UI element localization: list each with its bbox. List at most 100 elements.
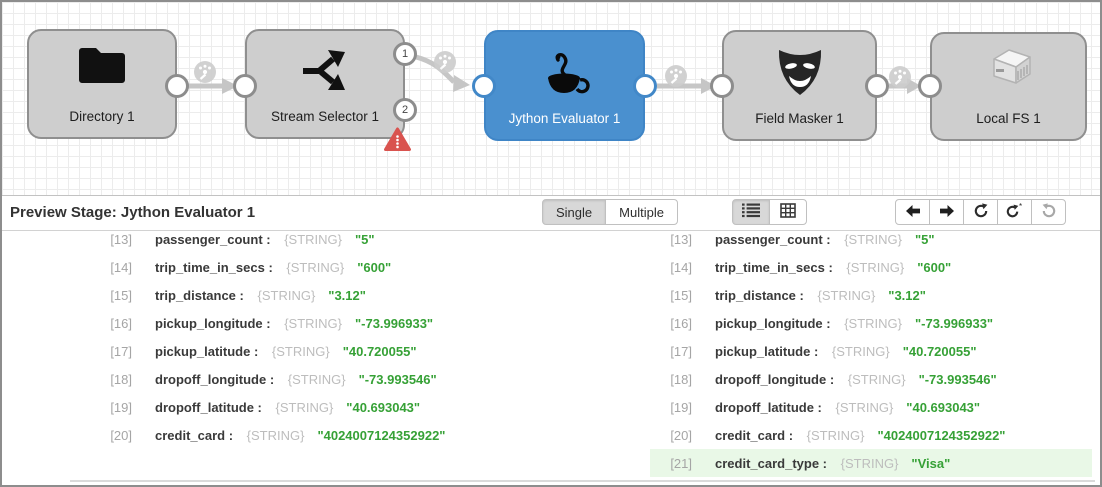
port-number: 2 [401,104,409,116]
preview-bottom-divider [70,480,1095,482]
record-field-row[interactable]: [19]dropoff_latitude : {STRING}"40.69304… [650,393,1092,421]
table-icon [780,203,796,221]
field-type: {STRING} [257,287,316,303]
field-value: "600" [917,259,952,275]
stage-stream-selector[interactable]: Stream Selector 1 [245,29,405,139]
stage-directory[interactable]: Directory 1 [27,29,177,139]
record-field-row[interactable]: [18]dropoff_longitude : {STRING}"-73.993… [650,365,1092,393]
field-type: {STRING} [844,231,903,247]
connection-gauge-icon [192,59,218,85]
list-view-button[interactable] [732,199,770,225]
previous-stage-button[interactable] [895,199,930,225]
field-index: [15] [670,287,692,303]
field-colon: : [253,399,266,415]
field-value: "3.12" [328,287,366,303]
field-name: credit_card_type [715,455,820,471]
field-index: [14] [110,259,132,275]
refresh-star-icon: * [1005,202,1024,222]
input-port[interactable] [710,74,734,98]
multiple-view-button[interactable]: Multiple [605,199,678,225]
field-colon: : [250,343,262,359]
record-field-row[interactable]: [15]trip_distance : {STRING}"3.12" [90,281,532,309]
record-field-row[interactable]: [17]pickup_latitude : {STRING}"40.720055… [650,337,1092,365]
field-name: pickup_longitude [155,315,263,331]
display-mode-toggle [732,199,807,225]
field-value: "Visa" [911,455,951,471]
field-name: passenger_count [715,231,823,247]
field-name: credit_card [715,427,786,443]
field-colon: : [822,231,835,247]
record-field-row[interactable]: [13]passenger_count : {STRING}"5" [650,231,1092,253]
record-field-row[interactable]: [14]trip_time_in_secs : {STRING}"600" [90,253,532,281]
preview-records[interactable]: [13]passenger_count : {STRING}"5"[14]tri… [2,231,1100,480]
refresh-with-changes-button[interactable]: * [997,199,1032,225]
port-number: 1 [401,48,409,60]
field-value: "3.12" [888,287,926,303]
field-index: [19] [110,399,132,415]
field-value: "-73.996933" [354,315,434,331]
output-port-2[interactable]: 2 [393,98,417,122]
field-index: [17] [670,343,692,359]
output-port[interactable] [633,74,657,98]
record-field-row[interactable]: [20]credit_card : {STRING}"4024007124352… [650,421,1092,449]
record-field-row[interactable]: [17]pickup_latitude : {STRING}"40.720055… [90,337,532,365]
preview-stage-title: Preview Stage: Jython Evaluator 1 [10,204,256,221]
field-index: [19] [670,399,692,415]
preview-header: Preview Stage: Jython Evaluator 1 Single… [2,196,1100,231]
field-name: dropoff_latitude [155,399,254,415]
record-field-row[interactable]: [16]pickup_longitude : {STRING}"-73.9969… [650,309,1092,337]
field-type: {STRING} [847,371,906,387]
field-index: [18] [670,371,692,387]
output-port[interactable] [865,74,889,98]
field-index: [13] [110,231,132,247]
output-port[interactable] [165,74,189,98]
next-stage-button[interactable] [929,199,964,225]
field-colon: : [235,287,248,303]
record-field-row[interactable]: [20]credit_card : {STRING}"4024007124352… [90,421,532,449]
stage-label: Local FS 1 [976,111,1041,126]
pipeline-canvas[interactable]: Directory 1 Stream Selector 1 [2,2,1100,195]
record-field-row[interactable]: [19]dropoff_latitude : {STRING}"40.69304… [90,393,532,421]
field-colon: : [810,343,822,359]
stage-error-warning-icon[interactable] [384,127,411,157]
input-port[interactable] [233,74,257,98]
field-colon: : [266,371,278,387]
field-type: {STRING} [844,315,902,331]
record-field-row[interactable]: [15]trip_distance : {STRING}"3.12" [650,281,1092,309]
field-name: pickup_latitude [155,343,251,359]
refresh-preview-button[interactable] [963,199,998,225]
record-field-row-new[interactable]: [21]credit_card_type : {STRING}"Visa" [650,449,1092,477]
undo-icon [1041,202,1057,222]
stage-local-fs[interactable]: Local FS 1 [930,32,1087,141]
list-icon [742,203,760,221]
field-colon: : [262,315,275,331]
field-value: "600" [357,259,392,275]
record-field-row[interactable]: [18]dropoff_longitude : {STRING}"-73.993… [90,365,532,393]
field-index: [20] [110,427,132,443]
connection-gauge-icon [663,63,689,89]
record-field-row[interactable]: [14]trip_time_in_secs : {STRING}"600" [650,253,1092,281]
field-value: "40.693043" [346,399,421,415]
stage-jython-evaluator[interactable]: Jython Evaluator 1 [484,30,645,141]
record-view-toggle: Single Multiple [542,199,678,225]
connection-gauge-icon [432,49,458,75]
stage-field-masker[interactable]: Field Masker 1 [722,30,877,141]
field-index: [16] [670,315,692,331]
record-field-row[interactable]: [13]passenger_count : {STRING}"5" [90,231,532,253]
single-view-button[interactable]: Single [542,199,607,225]
field-value: "40.693043" [906,399,981,415]
field-type: {STRING} [246,427,305,443]
table-view-button[interactable] [769,199,807,225]
field-type: {STRING} [271,343,330,359]
output-port-1[interactable]: 1 [393,42,417,66]
field-colon: : [225,427,237,443]
field-type: {STRING} [846,259,905,275]
revert-changes-button[interactable] [1031,199,1066,225]
field-type: {STRING} [806,427,865,443]
field-colon: : [264,259,277,275]
record-field-row[interactable]: [16]pickup_longitude : {STRING}"-73.9969… [90,309,532,337]
input-port[interactable] [918,74,942,98]
field-name: trip_distance [155,287,236,303]
input-port[interactable] [472,74,496,98]
svg-text:*: * [1019,203,1022,211]
